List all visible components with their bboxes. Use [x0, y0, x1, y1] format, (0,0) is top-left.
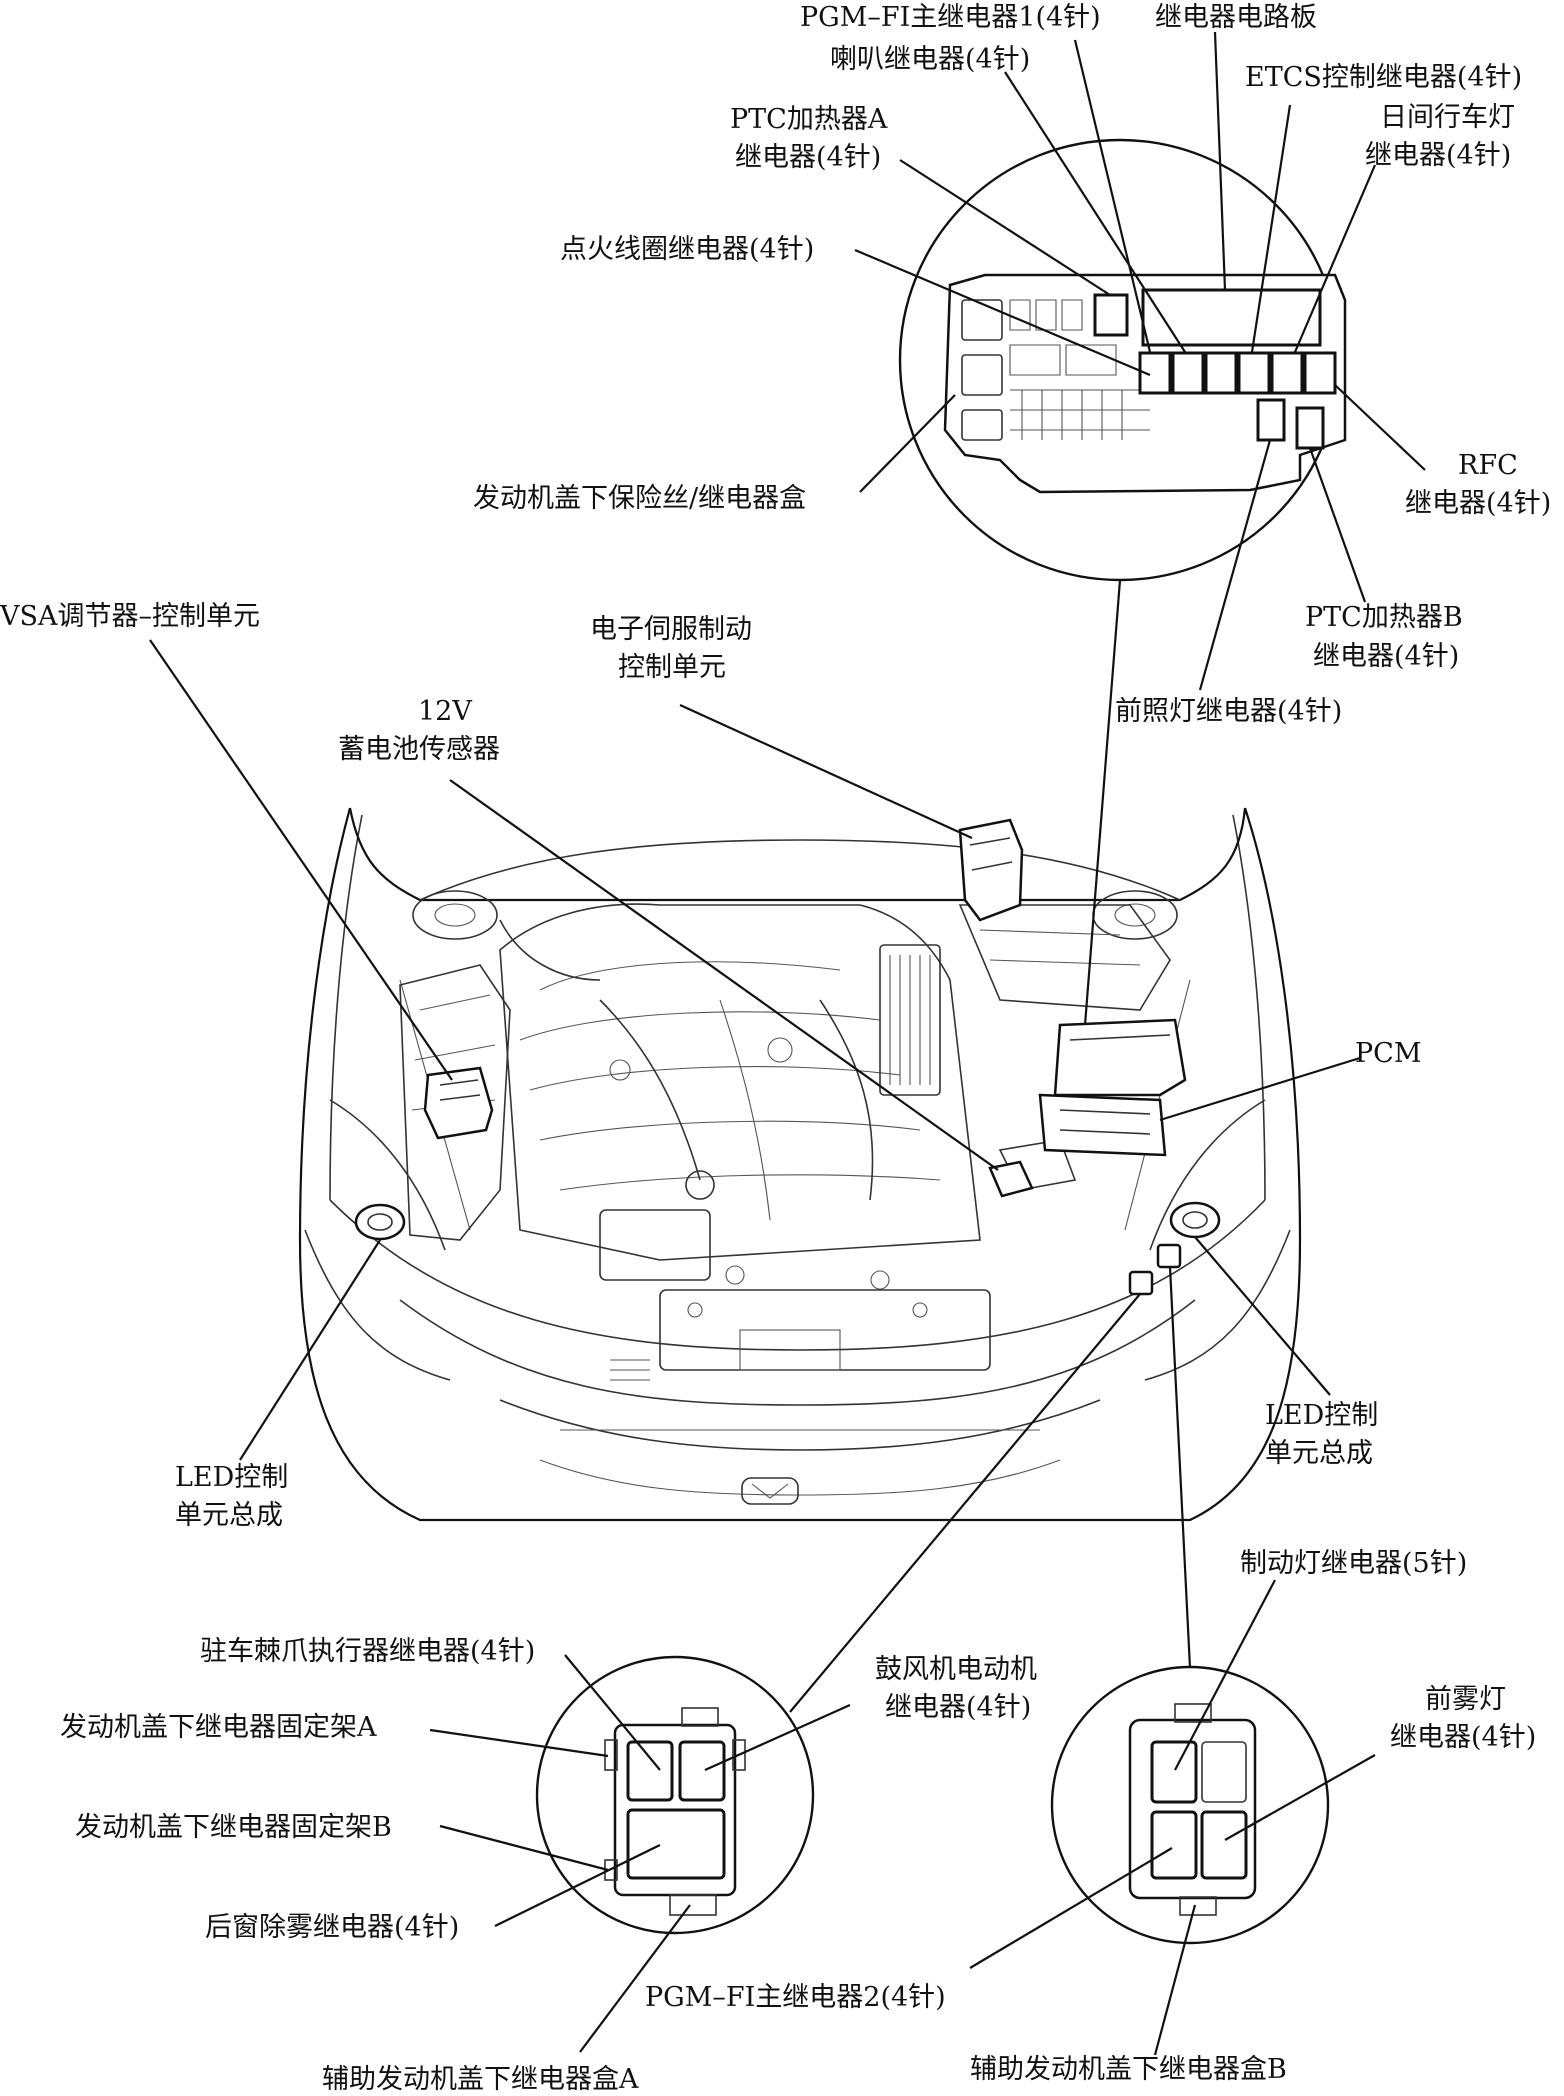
label-led-control-right-line2: 单元总成 [1265, 1438, 1373, 1469]
label-blower-motor-line1: 鼓风机电动机 [875, 1654, 1037, 1685]
label-front-fog-line2: 继电器(4针) [1390, 1722, 1536, 1753]
label-battery-sensor-line1: 12V [418, 696, 472, 727]
label-led-control-left-line2: 单元总成 [175, 1500, 283, 1531]
label-pgm-fi-main-relay-2: PGM–FI主继电器2(4针) [645, 1982, 946, 2013]
label-rear-defogger-relay: 后窗除雾继电器(4针) [205, 1912, 459, 1943]
vsa-modulator-unit [423, 1066, 494, 1140]
label-ptc-heater-a-line1: PTC加热器A [730, 104, 888, 135]
label-aux-relay-box-b: 辅助发动机盖下继电器盒B [970, 2054, 1287, 2085]
label-daytime-running-light-line1: 日间行车灯 [1380, 102, 1515, 133]
label-parking-pawl-relay: 驻车棘爪执行器继电器(4针) [200, 1636, 535, 1667]
label-led-control-left-line1: LED控制 [175, 1462, 288, 1493]
car-body-outline [298, 807, 1302, 1522]
leader-lines [149, 31, 1426, 2056]
label-relay-bracket-a: 发动机盖下继电器固定架A [60, 1712, 377, 1743]
label-electric-servo-brake-line1: 电子伺服制动 [590, 614, 752, 645]
led-control-unit-left-part [354, 1203, 406, 1241]
aux-relay-box-a-part [1128, 1270, 1154, 1296]
label-ignition-coil-relay: 点火线圈继电器(4针) [560, 234, 814, 265]
label-pgm-fi-main-relay-1: PGM–FI主继电器1(4针) [800, 2, 1101, 33]
label-ptc-heater-a-line2: 继电器(4针) [735, 142, 881, 173]
pcm-unit [1038, 1093, 1167, 1157]
underhood-fuse-relay-box-detail [943, 273, 1347, 494]
electric-servo-brake-unit [958, 818, 1024, 922]
label-horn-relay: 喇叭继电器(4针) [830, 44, 1030, 75]
label-blower-motor-line2: 继电器(4针) [885, 1692, 1031, 1723]
label-headlight-relay: 前照灯继电器(4针) [1115, 696, 1342, 727]
aux-relay-box-b-part [1156, 1243, 1182, 1269]
label-daytime-running-light-line2: 继电器(4针) [1365, 140, 1511, 171]
label-rfc-line2: 继电器(4针) [1405, 488, 1551, 519]
underhood-fuse-box-unit [1053, 1018, 1187, 1097]
aux-relay-box-a-detail [604, 1707, 746, 1916]
label-relay-circuit-board: 继电器电路板 [1155, 2, 1317, 33]
label-electric-servo-brake-line2: 控制单元 [618, 652, 726, 683]
label-relay-bracket-b: 发动机盖下继电器固定架B [75, 1812, 392, 1843]
label-etcs-control-relay: ETCS控制继电器(4针) [1245, 62, 1522, 93]
label-vsa-modulator: VSA调节器–控制单元 [0, 601, 260, 632]
label-rfc-line1: RFC [1458, 450, 1518, 481]
label-ptc-heater-b-line1: PTC加热器B [1305, 602, 1463, 633]
label-underhood-fuse-relay-box: 发动机盖下保险丝/继电器盒 [473, 483, 806, 514]
label-ptc-heater-b-line2: 继电器(4针) [1313, 641, 1459, 672]
label-led-control-right-line1: LED控制 [1265, 1400, 1378, 1431]
label-aux-relay-box-a: 辅助发动机盖下继电器盒A [322, 2064, 639, 2095]
label-front-fog-line1: 前雾灯 [1425, 1684, 1506, 1715]
battery-sensor-unit [988, 1160, 1034, 1198]
label-battery-sensor-line2: 蓄电池传感器 [338, 734, 500, 765]
led-control-unit-right-part [1169, 1201, 1221, 1239]
label-brake-light-relay: 制动灯继电器(5针) [1240, 1548, 1467, 1579]
label-pcm: PCM [1355, 1038, 1421, 1069]
